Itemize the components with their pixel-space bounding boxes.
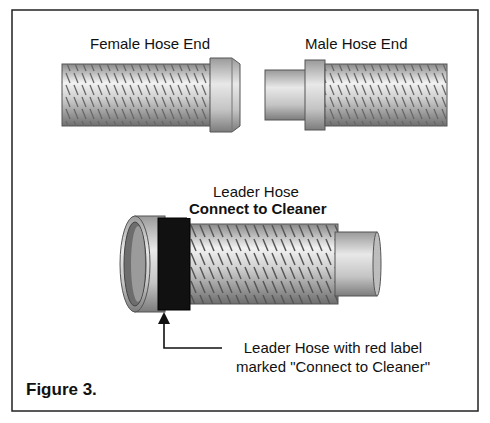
cleaner-label: Connect to Cleaner (187, 199, 329, 218)
callout-text: Leader Hose with red label marked "Conne… (228, 338, 438, 376)
hose-end-label: Female Hose End (90, 34, 210, 53)
red-label-band (158, 218, 190, 310)
male-hose (265, 60, 447, 130)
figure-border (12, 10, 478, 411)
leader-hose (120, 216, 381, 312)
hose-end-label: Male Hose End (305, 34, 408, 53)
callout-leader (158, 312, 222, 348)
female-hose (62, 58, 240, 132)
figure-caption: Figure 3. (26, 380, 97, 399)
